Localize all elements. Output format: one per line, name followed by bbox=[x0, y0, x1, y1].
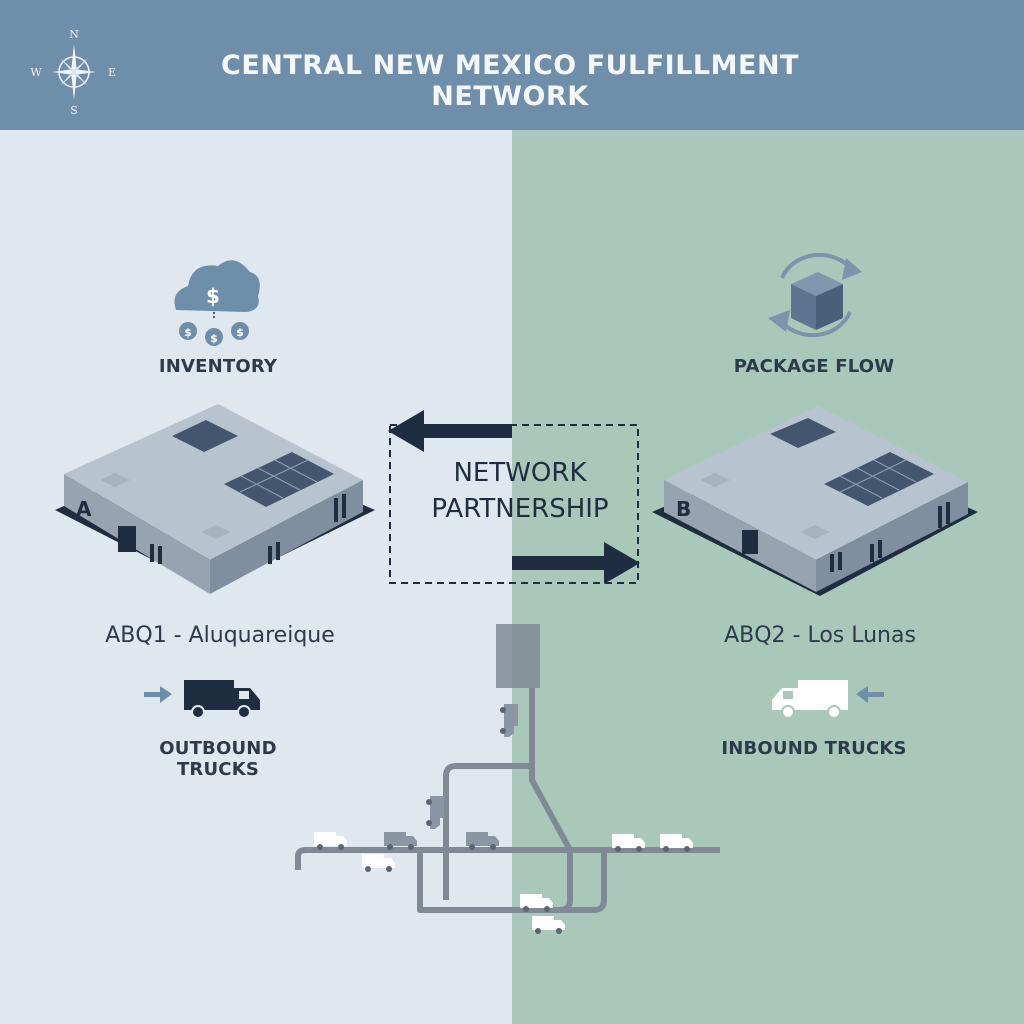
inbound-trucks-label: INBOUND TRUCKS bbox=[721, 738, 907, 759]
inbound-arrow-icon bbox=[856, 686, 884, 703]
outbound-trucks-label: OUTBOUND TRUCKS bbox=[159, 738, 277, 780]
compass-rose-icon: N S E W bbox=[30, 28, 116, 116]
building-a-letter: A bbox=[76, 497, 92, 521]
compass-w: W bbox=[30, 66, 42, 79]
compass-n: N bbox=[69, 28, 79, 41]
partnership-line-2: PARTNERSHIP bbox=[431, 494, 609, 524]
road-network bbox=[295, 624, 720, 913]
partnership-text: NETWORK PARTNERSHIP bbox=[400, 455, 640, 527]
arrow-right-icon bbox=[512, 542, 640, 584]
partnership-line-1: NETWORK bbox=[453, 458, 587, 488]
inventory-label: INVENTORY bbox=[158, 356, 278, 377]
outbound-truck-icon bbox=[183, 679, 261, 719]
partnership-box bbox=[389, 424, 639, 584]
road-trucks bbox=[314, 704, 693, 934]
coin-symbol-1: $ bbox=[184, 326, 192, 339]
coin-symbol-2: $ bbox=[210, 332, 218, 345]
coin-symbol-3: $ bbox=[236, 326, 244, 339]
inbound-truck-icon bbox=[771, 679, 849, 719]
cloud-dollar-symbol: $ bbox=[206, 284, 220, 308]
package-cycle-icon bbox=[768, 252, 862, 338]
site-name-abq1: ABQ1 - Aluquareique bbox=[105, 623, 335, 648]
right-panel-background bbox=[512, 130, 1024, 1024]
compass-s: S bbox=[70, 104, 78, 116]
package-flow-label: PACKAGE FLOW bbox=[733, 356, 895, 377]
warehouse-a: A bbox=[55, 404, 375, 594]
page-title: CENTRAL NEW MEXICO FULFILLMENT NETWORK bbox=[221, 50, 799, 112]
header-bar bbox=[0, 0, 1024, 130]
arrow-left-icon bbox=[388, 410, 512, 452]
cloud-money-icon: $ $ $ $ bbox=[174, 260, 260, 346]
site-name-abq2: ABQ2 - Los Lunas bbox=[724, 623, 916, 648]
outbound-arrow-icon bbox=[144, 686, 172, 703]
building-b-letter: B bbox=[676, 497, 691, 521]
compass-e: E bbox=[108, 66, 116, 79]
warehouse-b: B bbox=[652, 406, 978, 596]
